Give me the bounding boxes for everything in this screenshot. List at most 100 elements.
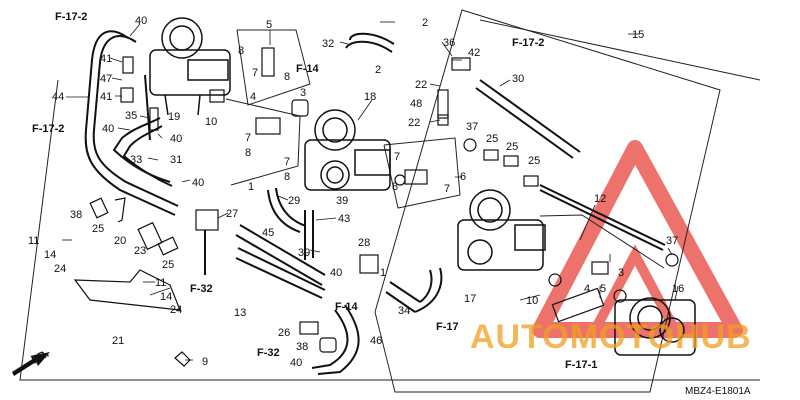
ref-label: F-17-2 bbox=[32, 123, 64, 135]
callout-label: 44 bbox=[52, 91, 64, 103]
callout-label: 7 bbox=[284, 156, 290, 168]
callout-label: 22 bbox=[415, 79, 427, 91]
callout-label: 43 bbox=[338, 213, 350, 225]
callout-label: 8 bbox=[284, 71, 290, 83]
carburetor-body-3 bbox=[457, 189, 546, 271]
callout-label: 25 bbox=[528, 155, 540, 167]
callout-label: 40 bbox=[170, 133, 182, 145]
callout-label: 16 bbox=[672, 283, 684, 295]
callout-label: 14 bbox=[44, 249, 56, 261]
callout-label: 40 bbox=[290, 357, 302, 369]
callout-label: 38 bbox=[70, 209, 82, 221]
callout-label: 1 bbox=[380, 267, 386, 279]
ref-label: F-17-2 bbox=[55, 11, 87, 23]
callout-label: 31 bbox=[170, 154, 182, 166]
callout-label: 35 bbox=[125, 110, 137, 122]
callout-labels: 40 41 47 44 41 19 35 40 40 33 31 40 10 5… bbox=[28, 15, 684, 369]
leader-lines bbox=[62, 21, 679, 361]
callout-label: 30 bbox=[512, 73, 524, 85]
callout-label: 3 bbox=[300, 87, 306, 99]
front-arrow-label: FR. bbox=[30, 348, 51, 367]
callout-label: 46 bbox=[370, 335, 382, 347]
ref-label: F-17 bbox=[436, 321, 459, 333]
callout-label: 11 bbox=[28, 235, 39, 247]
callout-label: 17 bbox=[464, 293, 476, 305]
callout-label: 10 bbox=[526, 295, 538, 307]
callout-label: 6 bbox=[460, 171, 466, 183]
callout-label: 41 bbox=[100, 53, 112, 65]
callout-label: 8 bbox=[284, 171, 290, 183]
callout-label: 40 bbox=[135, 15, 147, 27]
callout-label: 8 bbox=[238, 45, 244, 57]
callout-label: 4 bbox=[250, 91, 256, 103]
callout-label: 10 bbox=[205, 116, 217, 128]
callout-label: 18 bbox=[364, 91, 376, 103]
carburetor-body-4 bbox=[614, 297, 696, 356]
watermark-text: AUTOMOTOHUB bbox=[470, 318, 752, 356]
callout-label: 12 bbox=[594, 193, 606, 205]
callout-label: 24 bbox=[54, 263, 66, 275]
callout-label: 29 bbox=[288, 195, 300, 207]
callout-label: 36 bbox=[443, 37, 455, 49]
callout-label: 23 bbox=[134, 245, 146, 257]
carburetor-body-1 bbox=[149, 17, 231, 116]
callout-label: 9 bbox=[202, 356, 208, 368]
callout-label: 26 bbox=[278, 327, 290, 339]
callout-label: 40 bbox=[192, 177, 204, 189]
callout-label: 2 bbox=[422, 17, 428, 29]
callout-label: 39 bbox=[298, 247, 310, 259]
callout-label: 7 bbox=[245, 132, 251, 144]
callout-label: 25 bbox=[486, 133, 498, 145]
ref-label: F-32 bbox=[190, 283, 213, 295]
callout-label: 47 bbox=[100, 73, 112, 85]
callout-label: 32 bbox=[322, 38, 334, 50]
callout-label: 5 bbox=[266, 19, 272, 31]
callout-label: 33 bbox=[130, 154, 142, 166]
callout-label: 20 bbox=[114, 235, 126, 247]
callout-label: 34 bbox=[398, 305, 410, 317]
callout-label: 24 bbox=[170, 304, 182, 316]
small-parts bbox=[73, 47, 679, 367]
callout-label: 8 bbox=[245, 147, 251, 159]
callout-label: 1 bbox=[248, 181, 254, 193]
callout-label: 38 bbox=[296, 341, 308, 353]
ref-label: F-17-1 bbox=[565, 359, 597, 371]
callout-label: 15 bbox=[632, 29, 644, 41]
callout-label: 7 bbox=[252, 67, 258, 79]
callout-label: 48 bbox=[410, 98, 422, 110]
diagram-code: MBZ4-E1801A bbox=[685, 386, 751, 397]
callout-label: 28 bbox=[358, 237, 370, 249]
callout-label: 25 bbox=[162, 259, 174, 271]
callout-label: 13 bbox=[234, 307, 246, 319]
ref-label: F-32 bbox=[257, 347, 280, 359]
callout-label: 39 bbox=[336, 195, 348, 207]
ref-label: F-14 bbox=[335, 301, 359, 313]
callout-label: 37 bbox=[666, 235, 678, 247]
callout-label: 19 bbox=[168, 111, 180, 123]
callout-label: 22 bbox=[408, 117, 420, 129]
ref-label: F-14 bbox=[296, 63, 320, 75]
callout-label: 27 bbox=[226, 208, 238, 220]
callout-label: 42 bbox=[468, 47, 480, 59]
callout-label: 40 bbox=[102, 123, 114, 135]
hoses bbox=[84, 30, 666, 375]
callout-label: 8 bbox=[392, 181, 398, 193]
callout-label: 37 bbox=[466, 121, 478, 133]
callout-label: 4 bbox=[584, 283, 590, 295]
assembly-outline bbox=[19, 9, 761, 393]
callout-label: 21 bbox=[112, 335, 124, 347]
front-arrow bbox=[12, 352, 50, 376]
callout-label: 25 bbox=[506, 141, 518, 153]
carburetor-body-2 bbox=[304, 109, 391, 191]
callout-label: 7 bbox=[394, 151, 400, 163]
callout-label: 14 bbox=[160, 291, 172, 303]
ref-label: F-17-2 bbox=[512, 37, 544, 49]
callout-label: 41 bbox=[100, 91, 112, 103]
callout-label: 11 bbox=[155, 277, 166, 289]
callout-label: 3 bbox=[618, 267, 624, 279]
callout-label: 40 bbox=[330, 267, 342, 279]
callout-label: 5 bbox=[600, 283, 606, 295]
callout-label: 45 bbox=[262, 227, 274, 239]
